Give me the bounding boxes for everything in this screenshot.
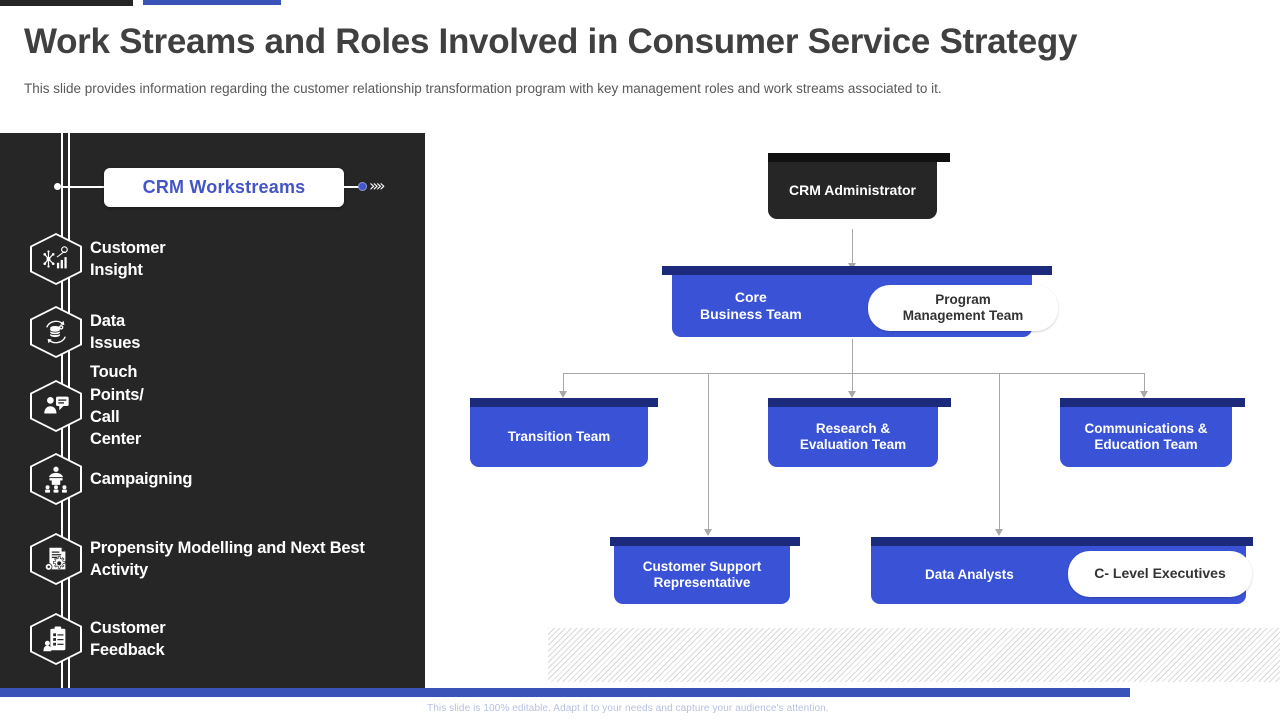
crm-workstreams-pill[interactable]: CRM Workstreams	[104, 168, 344, 207]
connector-drop-research	[852, 373, 853, 393]
network-analytics-icon	[30, 233, 82, 285]
org-node-label: Data Analysts	[925, 566, 1014, 582]
org-chart: CRM Administrator Core Business Team Pro…	[425, 133, 1280, 695]
workstream-label: Customer Feedback	[90, 618, 166, 659]
org-node-label: Communications & Education Team	[1084, 420, 1208, 452]
connector-arrow	[995, 529, 1003, 536]
org-node-core-business-team[interactable]: Core Business Team Program Management Te…	[662, 266, 1058, 339]
decorative-hatch-panel	[548, 628, 1280, 682]
org-node-label: Customer Support Representative	[642, 558, 762, 590]
clipboard-checklist-icon	[30, 613, 82, 665]
org-node-label: Core Business Team	[700, 288, 802, 322]
connector-arrow	[559, 391, 567, 398]
pill-tail-line	[344, 186, 362, 188]
footer-note: This slide is 100% editable. Adapt it to…	[427, 703, 829, 714]
presenter-audience-icon	[30, 453, 82, 505]
org-chip-label: C- Level Executives	[1094, 565, 1226, 582]
page-subtitle: This slide provides information regardin…	[24, 81, 942, 96]
connector-bus-level3	[563, 373, 1144, 374]
pill-connector-line	[61, 186, 105, 188]
crm-workstreams-label: CRM Workstreams	[142, 177, 306, 197]
org-chip-program-management-team[interactable]: Program Management Team	[868, 285, 1058, 331]
pill-tail-dot	[358, 182, 367, 191]
connector-root-to-core	[852, 229, 853, 265]
workstream-label: Touch Points/ Call Center	[90, 363, 144, 448]
org-node-label: CRM Administrator	[768, 162, 937, 219]
panel-bottom-accent-bar	[0, 688, 1130, 697]
top-accent-bar-blue	[143, 0, 281, 5]
connector-arrow	[704, 529, 712, 536]
document-gears-icon	[30, 533, 82, 585]
connector-arrow	[1140, 391, 1148, 398]
org-node-label: Transition Team	[507, 428, 611, 444]
workstream-label: Propensity Modelling and Next Best Activ…	[90, 538, 365, 579]
connector-drop-transition	[563, 373, 564, 393]
org-chip-label: Program Management Team	[902, 291, 1024, 323]
workstream-label: Campaigning	[90, 469, 193, 488]
connector-arrow	[848, 391, 856, 398]
org-node-transition-team[interactable]: Transition Team	[470, 398, 658, 467]
connector-long-customer-support	[708, 373, 709, 531]
org-node-customer-support-representative[interactable]: Customer Support Representative	[610, 537, 800, 604]
org-node-crm-administrator[interactable]: CRM Administrator	[768, 153, 950, 227]
workstream-label: Customer Insight	[90, 238, 166, 279]
connector-core-stem	[852, 339, 853, 373]
chevrons-right-icon: »»	[369, 176, 385, 195]
workstream-label: Data Issues	[90, 311, 141, 352]
person-chat-icon	[30, 380, 82, 432]
top-accent-bar-dark	[0, 0, 133, 6]
database-refresh-icon	[30, 306, 82, 358]
org-node-data-analysts[interactable]: Data Analysts C- Level Executives	[871, 537, 1253, 604]
org-node-research-evaluation-team[interactable]: Research & Evaluation Team	[766, 398, 951, 467]
org-node-communications-education-team[interactable]: Communications & Education Team	[1058, 398, 1245, 467]
org-chip-c-level-executives[interactable]: C- Level Executives	[1068, 551, 1252, 597]
connector-drop-communications	[1144, 373, 1145, 393]
org-node-label: Research & Evaluation Team	[799, 420, 907, 452]
connector-long-data-analysts	[999, 373, 1000, 531]
pill-connector-dot	[54, 183, 61, 190]
page-title: Work Streams and Roles Involved in Consu…	[24, 22, 1078, 61]
